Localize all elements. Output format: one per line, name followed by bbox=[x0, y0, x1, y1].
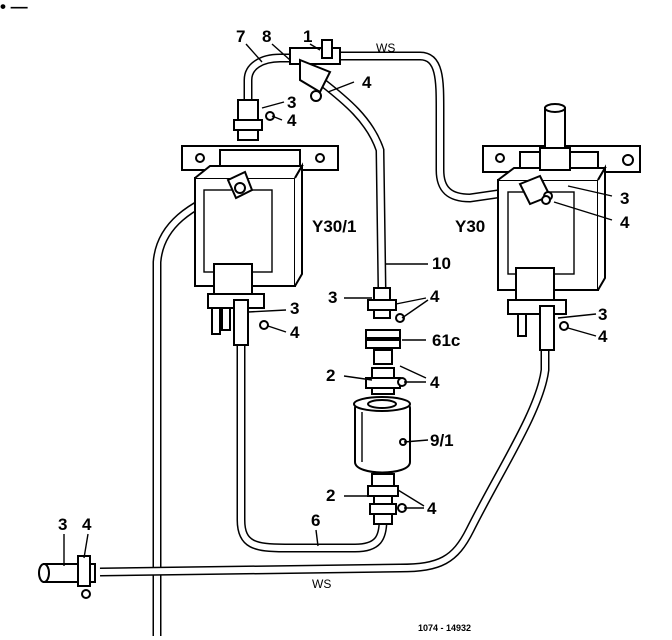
label-4-right: 4 bbox=[620, 213, 630, 232]
pipe-connector-bottom-left bbox=[38, 555, 96, 599]
label-4-mid: 4 bbox=[430, 287, 440, 306]
hose-10 bbox=[319, 78, 387, 291]
valve-y30 bbox=[482, 103, 641, 351]
label-ws-top: WS bbox=[376, 41, 395, 55]
label-10: 10 bbox=[432, 254, 451, 273]
label-4-right-valve: 4 bbox=[598, 327, 608, 346]
hose-ws-top bbox=[330, 51, 526, 203]
tee-fitting-1 bbox=[289, 39, 341, 102]
label-3-left: 3 bbox=[287, 93, 296, 112]
label-4-left-valve: 4 bbox=[290, 323, 300, 342]
valve-y30-1 bbox=[181, 99, 339, 346]
label-4-a: 4 bbox=[430, 373, 440, 392]
label-61c: 61c bbox=[432, 331, 460, 350]
label-2-a: 2 bbox=[326, 366, 335, 385]
label-4-b: 4 bbox=[427, 499, 437, 518]
label-y30: Y30 bbox=[455, 217, 485, 236]
label-3-bottom-left: 3 bbox=[58, 515, 67, 534]
label-ws-bottom: WS bbox=[312, 577, 331, 591]
label-1: 1 bbox=[303, 27, 312, 46]
label-3-left-valve: 3 bbox=[290, 299, 299, 318]
label-3-right-valve: 3 bbox=[598, 305, 607, 324]
leader-lines bbox=[63, 43, 613, 566]
label-7: 7 bbox=[236, 27, 245, 46]
hose-ws-bottom bbox=[99, 350, 550, 577]
labels: • — 7 8 1 WS 4 3 4 3 4 Y30/1 Y30 10 3 4 … bbox=[0, 0, 630, 633]
corner-mark: • — bbox=[0, 0, 28, 16]
fuel-filter-9-1 bbox=[353, 396, 411, 525]
label-3-mid: 3 bbox=[328, 288, 337, 307]
label-3-right: 3 bbox=[620, 189, 629, 208]
hose-clamps bbox=[234, 182, 551, 205]
label-4-left: 4 bbox=[287, 111, 297, 130]
label-y30-1: Y30/1 bbox=[312, 217, 356, 236]
label-8: 8 bbox=[262, 27, 271, 46]
label-6: 6 bbox=[311, 511, 320, 530]
label-4-top: 4 bbox=[362, 73, 372, 92]
label-9-1: 9/1 bbox=[430, 431, 454, 450]
figure-code: 1074 - 14932 bbox=[418, 623, 471, 633]
hose-lines bbox=[99, 51, 550, 636]
label-4-bottom-left: 4 bbox=[82, 515, 92, 534]
label-2-b: 2 bbox=[326, 486, 335, 505]
inline-connector-61c bbox=[365, 287, 407, 395]
